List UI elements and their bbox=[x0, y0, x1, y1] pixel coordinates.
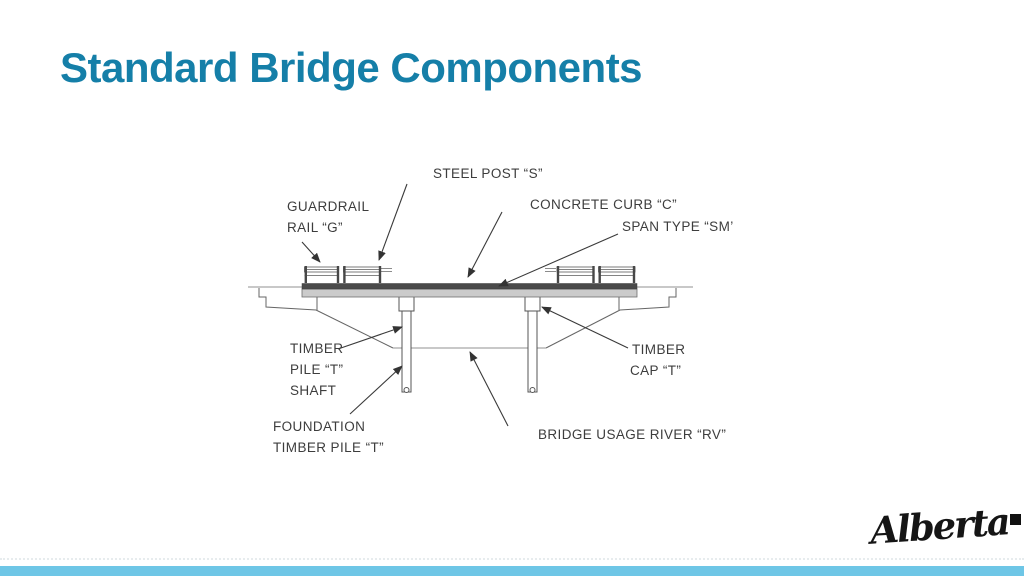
pile-left bbox=[398, 295, 415, 393]
label-guardrail-line2: RAIL “G” bbox=[287, 220, 343, 235]
pile-shaft-left bbox=[401, 310, 412, 393]
label-bridge-usage: BRIDGE USAGE RIVER “RV” bbox=[538, 427, 726, 442]
label-timber-pile-line3: SHAFT bbox=[290, 383, 336, 398]
pile-cap-left bbox=[398, 295, 415, 312]
pile-cap-right bbox=[524, 295, 541, 312]
abutment-right bbox=[545, 288, 677, 349]
label-foundation-line2: TIMBER PILE “T” bbox=[273, 440, 384, 455]
label-timber-pile-line2: PILE “T” bbox=[290, 362, 343, 377]
arrow-timber-pile bbox=[337, 326, 403, 350]
guardrail-left bbox=[304, 266, 392, 283]
arrow-bridge-usage bbox=[469, 351, 509, 427]
guardrail-right bbox=[545, 266, 636, 283]
arrow-steel-post bbox=[378, 183, 408, 261]
label-timber-cap-line2: CAP “T” bbox=[630, 363, 681, 378]
label-steel-post: STEEL POST “S” bbox=[433, 166, 543, 181]
alberta-logo-flag-icon bbox=[1009, 514, 1021, 525]
abutment-left bbox=[258, 288, 394, 349]
footer-accent-bar bbox=[0, 566, 1024, 576]
deck bbox=[301, 283, 638, 298]
alberta-logo-text: Alberta bbox=[868, 499, 1011, 553]
arrow-concrete-curb bbox=[467, 211, 503, 278]
label-foundation-line1: FOUNDATION bbox=[273, 419, 365, 434]
arrow-span-type bbox=[498, 233, 619, 287]
deck-slab bbox=[301, 288, 638, 298]
deck-wearing-surface bbox=[301, 283, 638, 290]
arrow-guardrail bbox=[301, 241, 321, 263]
footer-dotted-divider bbox=[0, 558, 1024, 560]
arrow-foundation bbox=[349, 365, 403, 415]
pile-tip-left bbox=[403, 387, 410, 393]
slide-title: Standard Bridge Components bbox=[60, 44, 643, 91]
label-guardrail-line1: GUARDRAIL bbox=[287, 199, 369, 214]
label-concrete-curb: CONCRETE CURB “C” bbox=[530, 197, 677, 212]
label-span-type: SPAN TYPE “SM’ bbox=[622, 219, 734, 234]
bank-slope-left bbox=[315, 309, 394, 349]
pile-tip-right bbox=[529, 387, 536, 393]
label-timber-pile-line1: TIMBER bbox=[290, 341, 343, 356]
leader-arrows bbox=[301, 183, 629, 427]
pile-shaft-right bbox=[527, 310, 538, 393]
arrow-timber-cap bbox=[541, 306, 629, 349]
alberta-logo: Alberta bbox=[869, 499, 1021, 560]
pile-right bbox=[524, 295, 541, 393]
bank-slope-right bbox=[545, 309, 621, 349]
label-timber-cap-line1: TIMBER bbox=[632, 342, 685, 357]
